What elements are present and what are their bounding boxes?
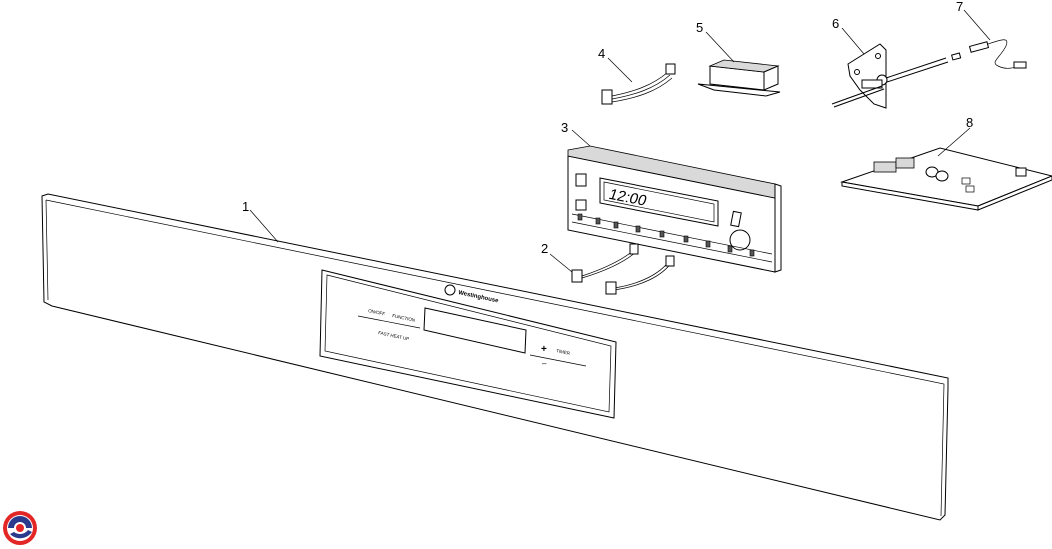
module-clock-readout: 12:00	[607, 186, 649, 209]
wiring-harness-2	[571, 243, 675, 295]
bracket-assembly	[831, 43, 949, 109]
fascia-window	[319, 269, 617, 419]
callouts: 1 2 3 4 5 6 7 8	[242, 0, 973, 256]
brand-emblem-icon	[444, 284, 456, 296]
plus-label: +	[541, 344, 547, 355]
connector	[571, 269, 583, 283]
connector	[629, 243, 639, 255]
callout-8: 8	[966, 115, 973, 130]
wiring-harness-4	[601, 63, 676, 105]
connector	[601, 89, 613, 105]
callout-7: 7	[956, 0, 963, 14]
callout-4: 4	[598, 46, 605, 61]
callout-1: 1	[242, 199, 249, 214]
connector	[665, 255, 675, 267]
module-buttons	[577, 213, 755, 257]
callout-2: 2	[541, 241, 548, 256]
sensor-lead	[951, 39, 1027, 69]
on-off-label: ON/OFF	[368, 308, 386, 316]
fast-heat-label: FAST HEAT UP	[378, 330, 410, 341]
callout-5: 5	[696, 20, 703, 35]
connector	[665, 63, 676, 75]
connector	[605, 281, 617, 295]
module-lcd	[599, 177, 719, 227]
block-component	[697, 59, 781, 97]
control-panel-fascia: Westinghouse ON/OFF FUNCTION FAST HEAT U…	[41, 193, 949, 521]
brand-logo-icon	[3, 511, 37, 545]
circuit-board	[840, 147, 1052, 211]
callout-3: 3	[561, 120, 568, 135]
fascia-lcd	[423, 307, 527, 354]
callout-6: 6	[832, 16, 839, 31]
buzzer	[729, 229, 751, 251]
display-module: 12:00	[567, 145, 782, 273]
minus-label: –	[542, 359, 547, 368]
leader-lines	[249, 9, 991, 273]
function-label: FUNCTION	[392, 313, 416, 323]
timer-label: TIMER	[556, 348, 571, 356]
